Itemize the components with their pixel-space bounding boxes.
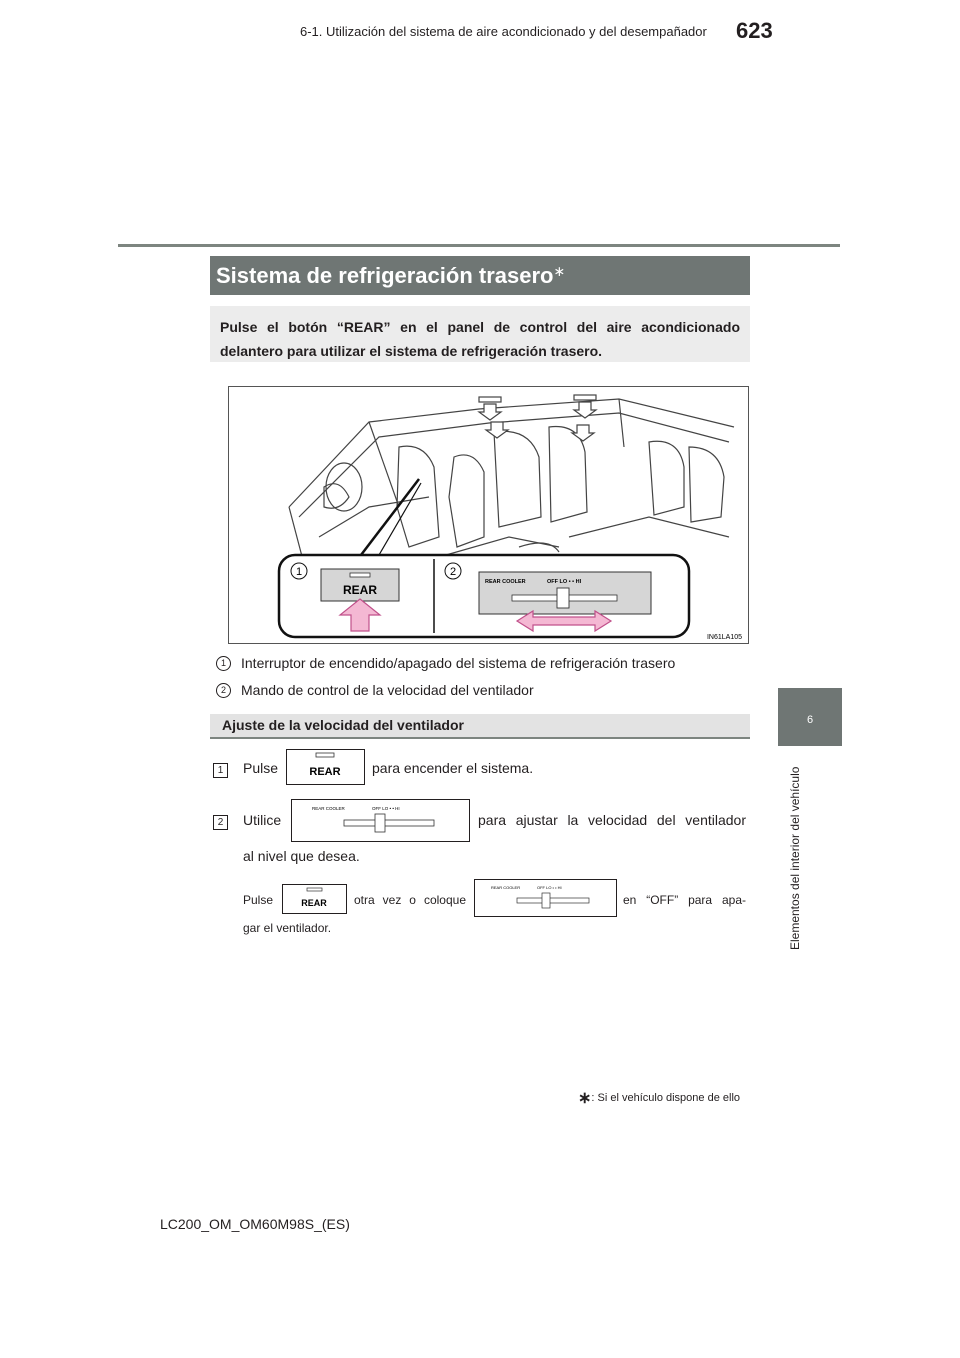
rear-button-icon: REAR bbox=[309, 752, 341, 778]
header-rule bbox=[118, 244, 840, 247]
legend-item-1: 1 Interruptor de encendido/apagado del si… bbox=[216, 655, 675, 671]
fan-control-icon: REAR COOLER OFF LO • • HI bbox=[312, 806, 435, 833]
chapter-caption: Elementos del interior del vehículo bbox=[786, 760, 806, 960]
inline-fan-control-2: REAR COOLER OFF LO • • HI bbox=[474, 879, 617, 917]
footer-model-code: LC200_OM_OM60M98S_(ES) bbox=[160, 1216, 350, 1232]
interior-drawing: 1 2 REAR REAR COOLER OFF LO • • HI IN61L… bbox=[277, 394, 742, 641]
note-continuation: gar el ventilador. bbox=[243, 921, 332, 935]
vent-arrows bbox=[477, 394, 598, 442]
panel-label: REAR COOLER bbox=[485, 579, 526, 585]
step-1-number: 1 bbox=[213, 760, 228, 778]
intro-text: Pulse el botón “REAR” en el panel de con… bbox=[220, 319, 740, 359]
inline-rear-label-2: REAR bbox=[301, 898, 327, 908]
inline-fan-control-1: REAR COOLER OFF LO • • HI bbox=[291, 799, 470, 842]
fan-control-icon: REAR COOLER OFF LO • • HI bbox=[491, 885, 590, 909]
callout-2: 2 bbox=[450, 566, 456, 578]
running-header: 6-1. Utilización del sistema de aire aco… bbox=[300, 24, 707, 39]
section-title: Sistema de refrigeración trasero∗ bbox=[216, 263, 565, 289]
section-title-text: Sistema de refrigeración trasero bbox=[216, 263, 554, 288]
rear-button-icon: REAR bbox=[301, 887, 327, 908]
chapter-number: 6 bbox=[806, 714, 814, 726]
rear-button-graphic bbox=[320, 568, 400, 602]
inline-panel-label-2: REAR COOLER bbox=[491, 885, 520, 890]
subsection-title: Ajuste de la velocidad del ventilador bbox=[222, 717, 464, 733]
pointer-line-2 bbox=[378, 482, 422, 556]
step-number-box: 1 bbox=[213, 763, 228, 778]
legend-text-1: Interruptor de encendido/apagado del sis… bbox=[241, 655, 676, 671]
callout-1: 1 bbox=[296, 566, 302, 578]
chapter-tab bbox=[778, 688, 842, 746]
inline-panel-label-1: REAR COOLER bbox=[312, 806, 346, 811]
legend-text-2: Mando de control de la velocidad del ven… bbox=[241, 682, 534, 698]
footnote-text: : Si el vehículo dispone de ello bbox=[591, 1092, 741, 1104]
step-2-continuation: al nivel que desea. bbox=[243, 848, 360, 864]
step-1-after: para encender el sistema. bbox=[372, 760, 534, 776]
intro-box bbox=[210, 306, 750, 362]
inline-rear-button-2: REAR bbox=[282, 884, 347, 914]
illustration-code: IN61LA105 bbox=[707, 634, 742, 641]
note-middle: otra vez o coloque bbox=[354, 893, 466, 907]
chapter-caption-text: Elementos del interior del vehículo bbox=[788, 766, 802, 950]
rear-button-indicator bbox=[349, 572, 371, 578]
inline-panel-scale-2: OFF LO • • HI bbox=[537, 885, 562, 890]
note-before: Pulse bbox=[243, 893, 274, 907]
step-2-before: Utilice bbox=[243, 812, 282, 828]
legend-item-2: 2 Mando de control de la velocidad del ve… bbox=[216, 682, 534, 698]
callout-1-circle bbox=[290, 562, 308, 580]
vehicle-interior-illustration: 1 2 REAR REAR COOLER OFF LO • • HI IN61L… bbox=[228, 386, 749, 644]
inline-panel-scale-1: OFF LO • • HI bbox=[372, 806, 400, 811]
section-banner bbox=[210, 256, 750, 295]
slide-arrow-icon bbox=[515, 609, 613, 633]
legend-number-2: 2 bbox=[216, 683, 231, 698]
slider-knob bbox=[556, 587, 570, 609]
step-1-before: Pulse bbox=[243, 760, 279, 776]
inline-rear-button-1: REAR bbox=[286, 749, 365, 785]
panel-scale: OFF LO • • HI bbox=[547, 579, 582, 585]
subsection-bar bbox=[210, 714, 750, 739]
step-2-after: para ajustar la velocidad del ventilador bbox=[478, 812, 746, 828]
page-number: 623 bbox=[736, 18, 773, 43]
footnote: ∗: Si el vehículo dispone de ello bbox=[578, 1088, 740, 1108]
rear-button-label: REAR bbox=[343, 583, 377, 597]
legend-number-1: 1 bbox=[216, 656, 231, 671]
step-2-number: 2 bbox=[213, 812, 228, 830]
footnote-asterisk: ∗ bbox=[578, 1090, 592, 1107]
pointer-line-1 bbox=[360, 478, 420, 556]
note-after: en “OFF” para apa- bbox=[623, 893, 746, 907]
step-number-box: 2 bbox=[213, 815, 228, 830]
asterisk-mark: ∗ bbox=[553, 263, 566, 279]
callout-2-circle bbox=[444, 562, 462, 580]
press-arrow-icon bbox=[338, 598, 382, 632]
inline-rear-label-1: REAR bbox=[309, 766, 340, 778]
